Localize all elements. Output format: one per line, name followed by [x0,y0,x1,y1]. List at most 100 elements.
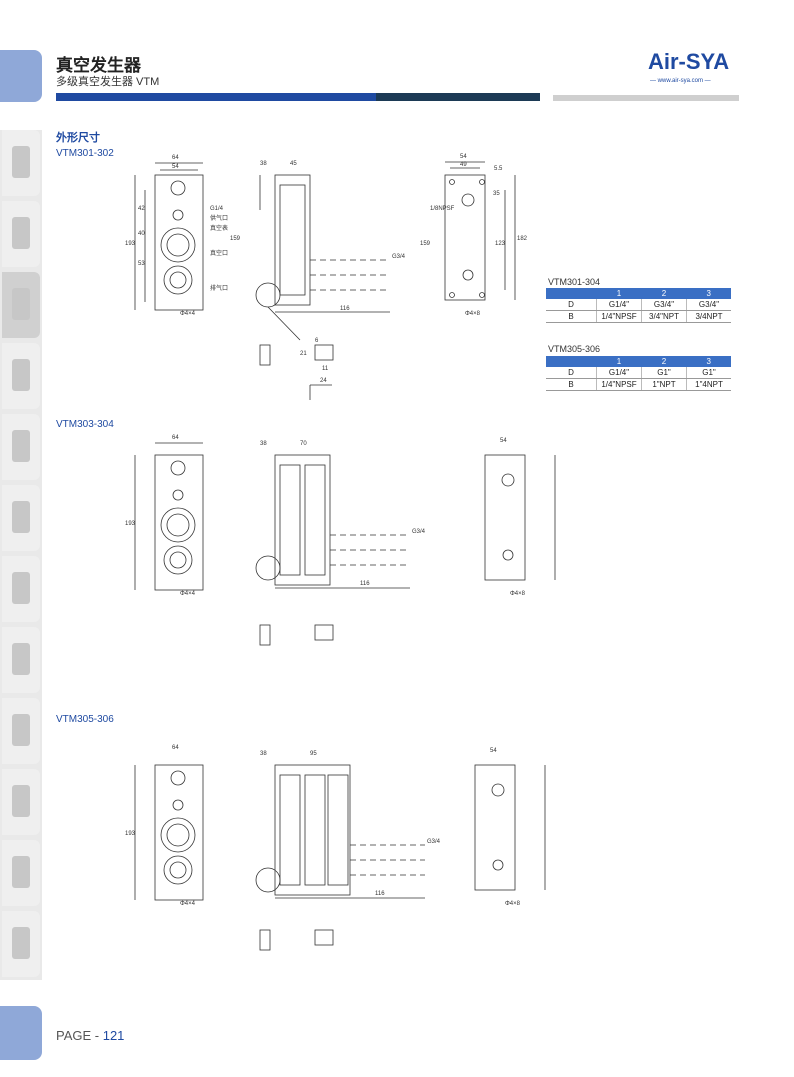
port-g14: G1/4 [210,206,224,212]
sidebar-item-switch[interactable] [2,556,40,622]
table-header: 2 [641,356,687,367]
block-icon [12,714,30,746]
table-header: 3 [686,288,731,299]
page-prefix: PAGE - [56,1028,103,1043]
suction-cup-icon [12,217,30,249]
footer-tab [0,1006,42,1060]
dim-38: 38 [260,161,267,167]
sidebar-item-accessory[interactable] [2,911,40,977]
dim-24: 24 [320,378,327,384]
dim-40: 40 [138,231,145,237]
holes-label: Φ4×4 [180,591,196,597]
header-bar-blue [56,93,376,101]
table-cell: 3/4"NPT [641,310,687,323]
table-cell: G1/4" [596,299,642,311]
header-bar-gray [553,95,739,101]
table-cell: 3/4NPT [686,310,731,323]
drawing-set-vtm305: 64 193 Φ4×4 38 95 116 G3/4 54 Φ4×8 [125,745,546,951]
sidebar-item-block[interactable] [2,698,40,764]
port-gauge: 真空表 [210,224,228,232]
table-row-key: D [546,299,597,311]
port-vacuum: 真空口 [210,249,228,257]
dim-116: 116 [375,891,385,897]
holes-label: Φ4×4 [180,311,196,317]
front-view-body [154,174,204,311]
model-label: VTM301-302 [56,148,114,159]
page-num: 121 [102,1028,125,1043]
dim-64: 64 [172,745,179,751]
dim-6: 6 [315,338,319,344]
dim-side-width: 70 [300,441,307,447]
section-title: 外形尺寸 [56,132,100,144]
table-cell: G3/4" [686,299,731,311]
port-npsf: 1/8NPSF [430,206,455,212]
sidebar-item-pad[interactable] [2,485,40,551]
pad-icon [12,501,30,533]
dim-193: 193 [125,831,136,837]
dim-159: 159 [230,236,241,242]
sidebar-item-cup[interactable] [2,201,40,267]
table-corner [546,288,597,299]
holes-label: Φ4×4 [180,901,196,907]
dim-54-rear: 54 [490,748,497,754]
page-title: 真空发生器 [56,56,141,75]
dim-35: 35 [493,191,500,197]
side-view-body [274,174,311,306]
page-number: PAGE - 121 [56,1028,124,1043]
dim-21: 21 [300,351,307,357]
sidebar-item-vacuum-generator[interactable] [2,272,40,338]
table-header: 2 [641,288,687,299]
table-cell: 1/4"NPSF [596,378,642,391]
spec-table: 1 2 3 D G1/4" G1" G1" B 1/4"NPSF 1"NPT 1… [546,356,731,391]
dim-116: 116 [360,581,370,587]
dim-193: 193 [125,241,136,247]
dim-123: 123 [495,241,506,247]
table-cell: G1" [686,367,731,379]
sidebar-item-filter[interactable] [2,130,40,196]
table-cell: 1"NPT [641,378,687,391]
port-supply: 供气口 [210,214,228,222]
valve-icon [12,643,30,675]
table-cell: G1" [641,367,687,379]
drawing-set-vtm303: 64 193 Φ4×4 38 70 116 G3/4 54 Φ4×8 [125,435,556,646]
table-row-key: B [546,378,597,391]
dim-38: 38 [260,751,267,757]
page-subtitle: 多级真空发生器 VTM [56,76,160,88]
dim-53: 53 [138,261,145,267]
table-row-key: B [546,310,597,323]
holes8-label: Φ4×8 [505,901,521,907]
dim-54-rear: 54 [500,438,507,444]
dim-11: 11 [322,366,329,372]
pump-icon [12,430,30,462]
sidebar-item-ejector[interactable] [2,343,40,409]
fitting-icon [12,785,30,817]
table-row-key: D [546,367,597,379]
table-label: VTM305-306 [548,344,601,354]
dim-side-width: 95 [310,751,317,757]
dim-side-width: 45 [290,161,297,167]
dim-193: 193 [125,521,136,527]
sidebar [0,130,42,980]
dim-5-5: 5.5 [494,166,503,172]
sidebar-item-valve[interactable] [2,627,40,693]
sidebar-item-fitting[interactable] [2,769,40,835]
dim-159-rear: 159 [420,241,431,247]
dim-54-rear: 54 [460,154,467,160]
dim-42: 42 [138,206,145,212]
dim-64: 64 [172,435,179,441]
table-header: 3 [686,356,731,367]
port-g34: G3/4 [392,254,406,260]
table-corner [546,356,597,367]
holes8-label: Φ4×8 [465,311,481,317]
switch-icon [12,572,30,604]
sidebar-item-silencer[interactable] [2,840,40,906]
table-cell: G3/4" [641,299,687,311]
table-cell: G1/4" [596,367,642,379]
header-bar-dark [376,93,540,101]
port-exhaust: 排气口 [210,284,228,292]
table-label: VTM301-304 [548,277,601,287]
silencer-icon [12,856,30,888]
dim-182: 182 [517,236,528,242]
port-g34: G3/4 [412,529,426,535]
sidebar-item-pump[interactable] [2,414,40,480]
